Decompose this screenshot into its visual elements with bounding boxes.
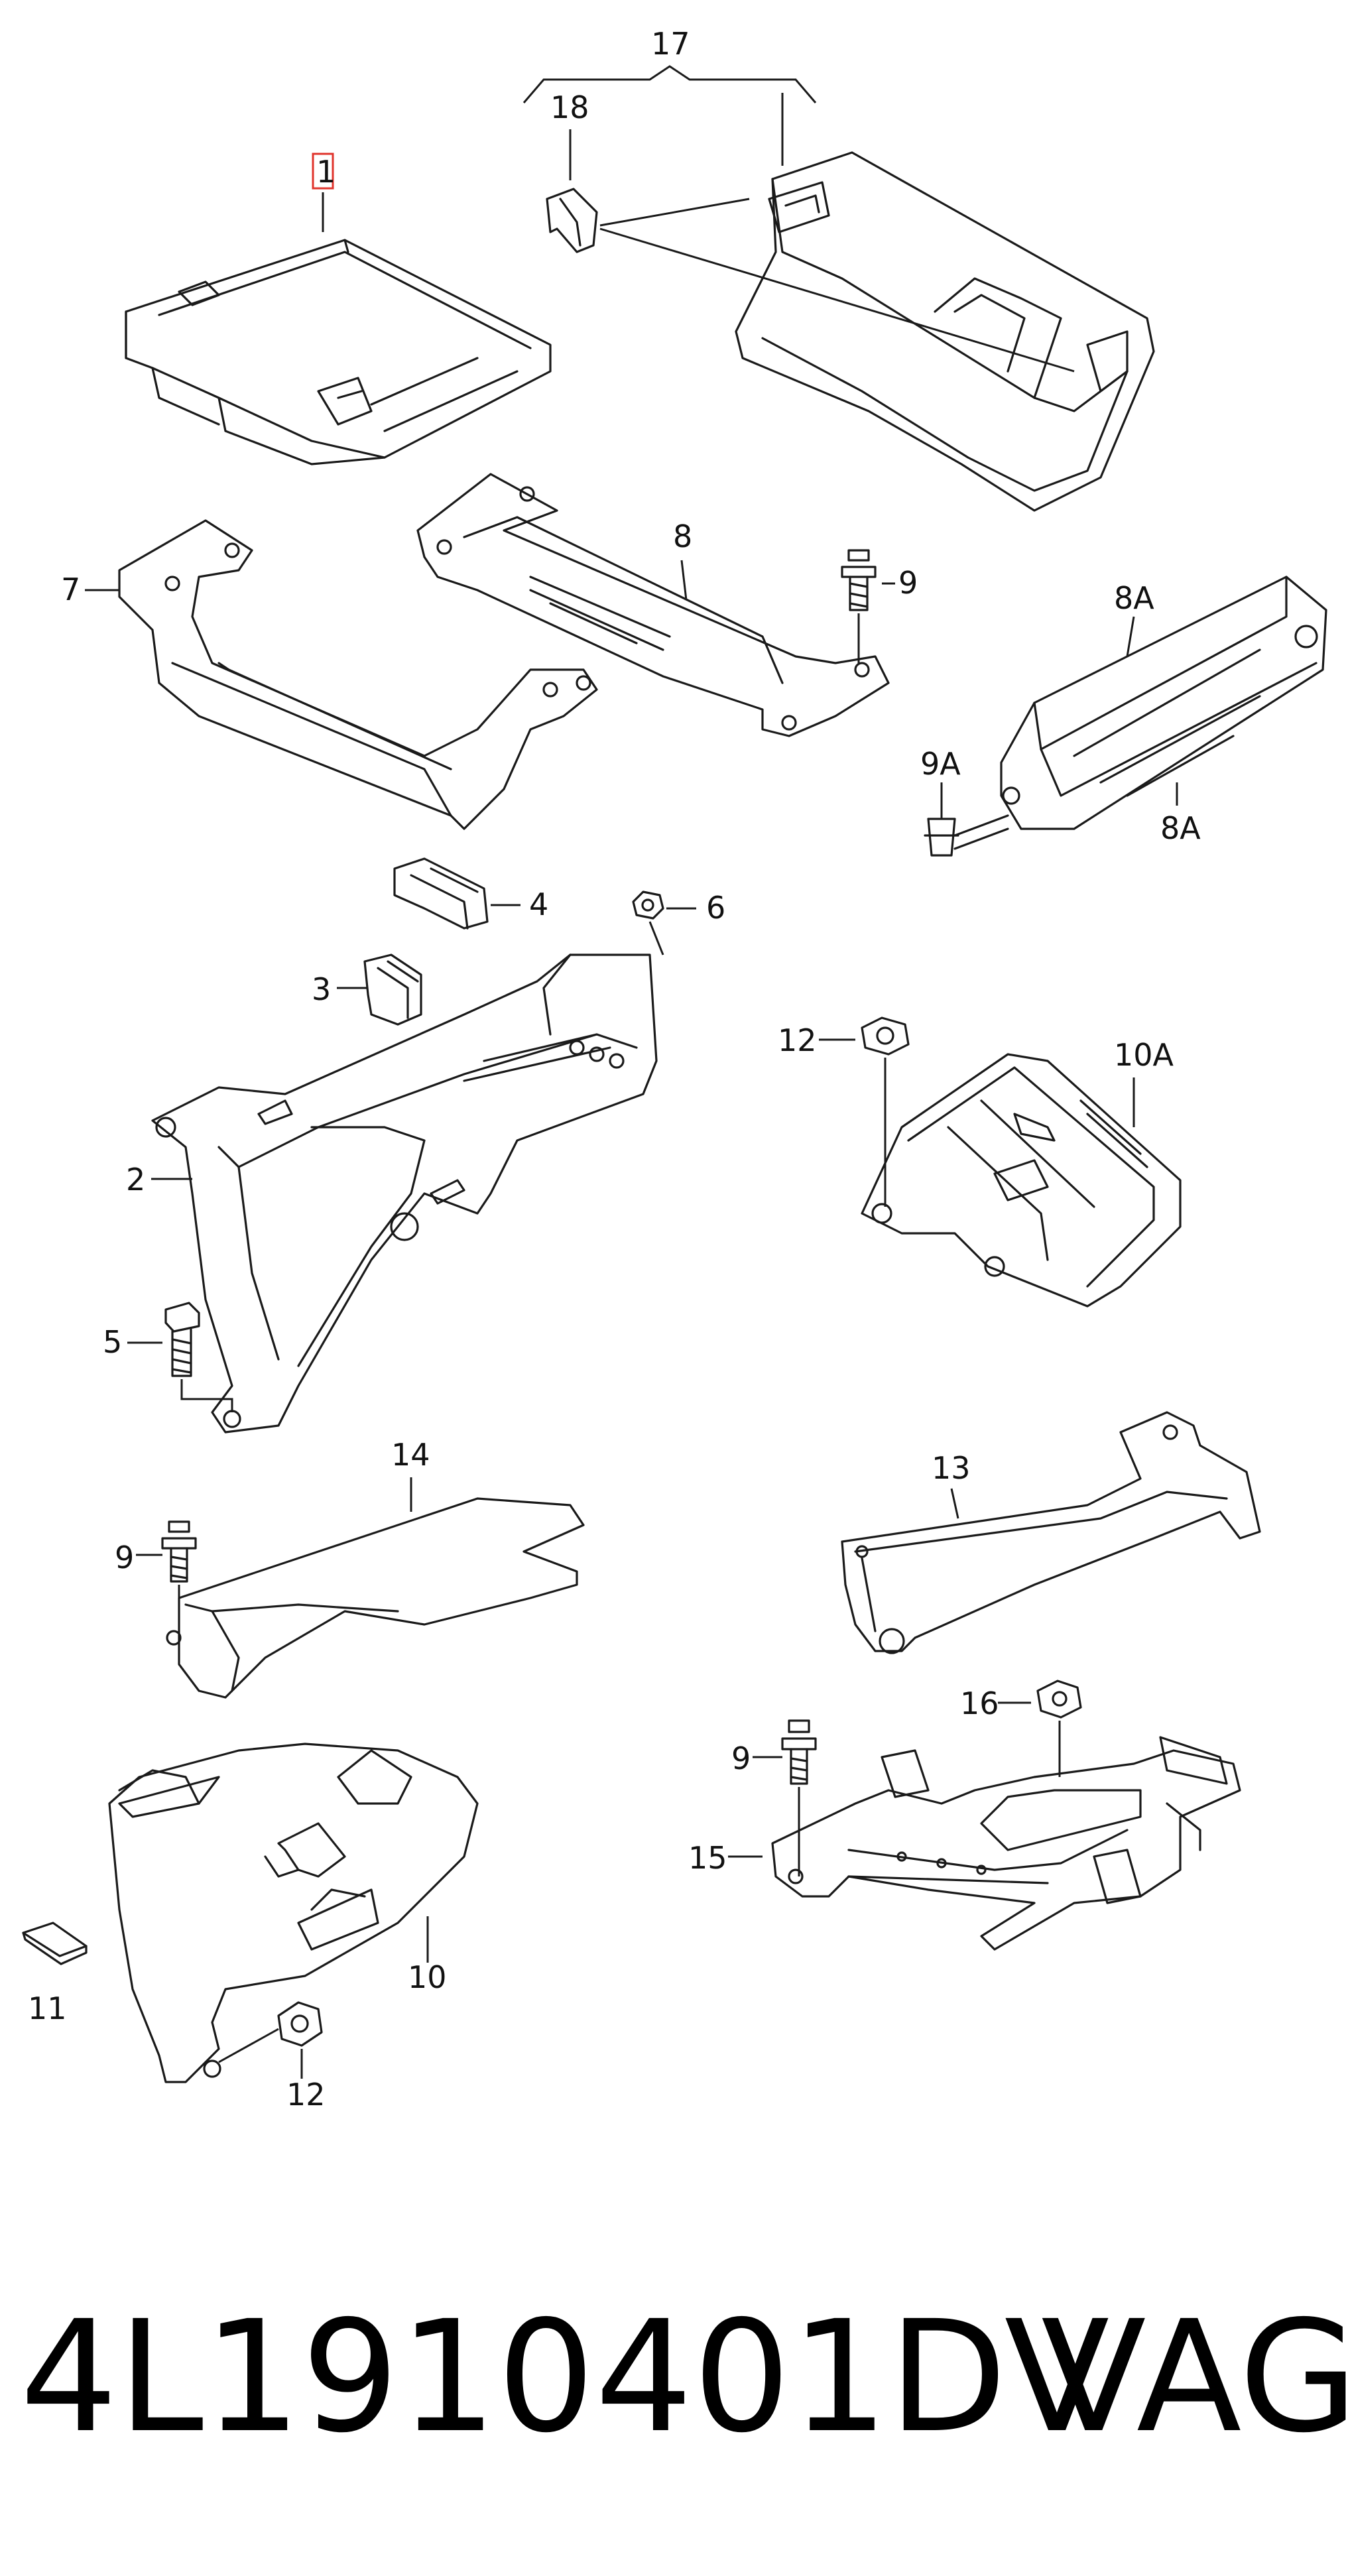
callout-10: 10: [408, 1959, 447, 1995]
bracket-part-2: [151, 953, 658, 1434]
tray-part-10: [108, 1743, 479, 2083]
callout-6: 6: [706, 890, 725, 926]
clip-part-3: [363, 953, 422, 1026]
bolt-part-5: [164, 1302, 200, 1377]
callout-8: 8: [673, 519, 692, 554]
callout-9-upper: 9: [898, 565, 918, 601]
callout-1: 1: [316, 154, 336, 190]
callout-13: 13: [932, 1450, 971, 1486]
callout-2: 2: [126, 1162, 145, 1197]
callout-11: 11: [28, 1991, 67, 2026]
callout-3: 3: [312, 971, 331, 1007]
callout-9-middle: 9: [115, 1540, 134, 1575]
callout-15: 15: [688, 1840, 727, 1876]
screw-part-9-lower: [781, 1719, 817, 1785]
callout-14: 14: [391, 1437, 430, 1473]
bracket-part-7: [118, 519, 598, 830]
bracket-part-15: [771, 1736, 1241, 1951]
nut-part-12-lower: [277, 2001, 323, 2047]
cover-part-17: [735, 151, 1155, 512]
callout-9-lower: 9: [731, 1741, 751, 1776]
callout-7: 7: [61, 572, 80, 607]
nut-part-6: [632, 890, 664, 920]
screw-part-9-upper: [841, 549, 877, 611]
module-part-8A: [1000, 576, 1327, 830]
highlight-box: [312, 153, 334, 190]
callout-8A-top: 8A: [1114, 580, 1154, 616]
callout-16: 16: [960, 1686, 999, 1721]
part-number-caption: 4L1910401DV: [20, 2288, 1109, 2467]
callout-12-lower: 12: [286, 2077, 326, 2113]
rail-part-8: [416, 473, 890, 737]
bracket-17: [522, 65, 817, 103]
nut-part-16: [1036, 1680, 1082, 1719]
clip-part-4: [393, 857, 489, 930]
callout-5: 5: [103, 1324, 122, 1360]
screw-part-9-middle: [161, 1520, 197, 1583]
module-part-10A: [861, 1053, 1182, 1308]
callout-17: 17: [651, 26, 690, 62]
control-unit-part-1: [125, 239, 552, 465]
callout-12-upper: 12: [778, 1022, 817, 1058]
callout-10A: 10A: [1114, 1037, 1174, 1073]
clip-part-18: [546, 188, 598, 253]
callout-18: 18: [550, 90, 589, 125]
callout-9A: 9A: [920, 746, 961, 782]
callout-8A-bottom: 8A: [1160, 810, 1201, 846]
callout-4: 4: [529, 887, 548, 922]
nut-part-12-upper: [861, 1016, 910, 1056]
brand-caption: VAG: [1041, 2288, 1346, 2467]
screw-part-9A: [924, 814, 1009, 857]
strap-part-13: [841, 1411, 1261, 1654]
shield-part-14: [166, 1497, 585, 1699]
pad-part-11: [22, 1922, 88, 1965]
